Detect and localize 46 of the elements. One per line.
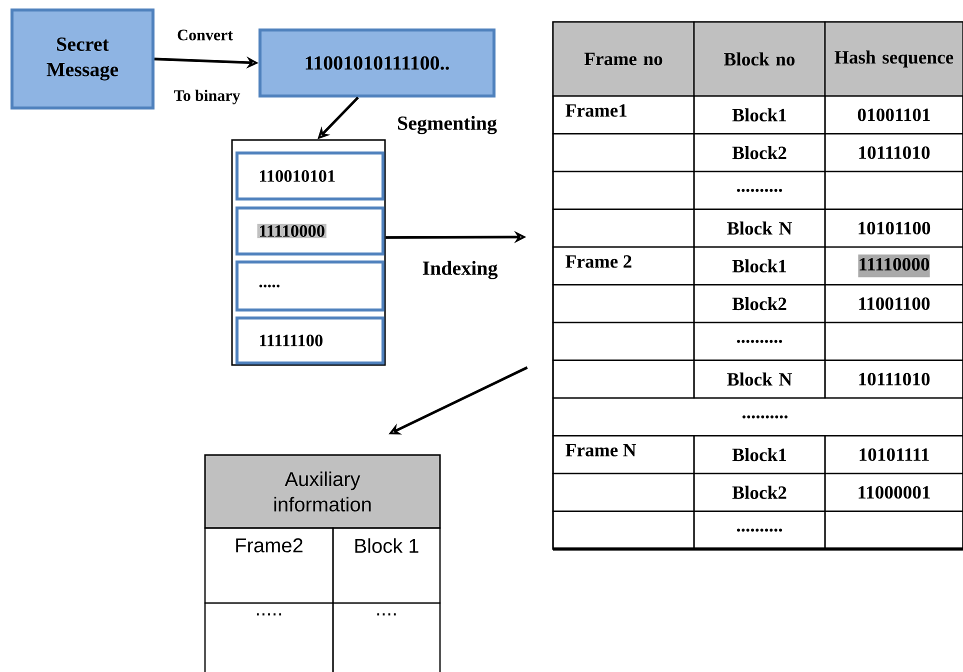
table-cell: Block2 <box>693 284 826 324</box>
table-cell: Block no <box>693 21 826 97</box>
table-cell: ..... <box>204 602 334 672</box>
segment-text: ..... <box>259 284 280 288</box>
table-cell: 10101100 <box>824 208 963 248</box>
table-cell: Frame1 <box>552 95 695 134</box>
table-cell: .......... <box>693 322 826 361</box>
table-cell: .... <box>332 602 441 672</box>
table-cell: .......... <box>693 170 826 210</box>
table-cell: Block1 <box>693 435 826 474</box>
segment-text: 11110000 <box>257 224 326 238</box>
annotation: To binary <box>174 90 240 104</box>
table-cell: Hash sequence <box>824 21 963 97</box>
edge-label: Convert <box>176 28 234 42</box>
process-box: Secret Message <box>10 8 154 110</box>
table-cell: 11110000 <box>824 246 963 286</box>
table-cell: Frame 2 <box>552 246 695 286</box>
table-cell: Block1 <box>693 95 826 134</box>
segment-text: 110010101 <box>260 170 335 182</box>
edge-label: Segmenting <box>396 114 498 136</box>
segment-box <box>236 316 384 364</box>
table-cell: 10101111 <box>824 435 963 474</box>
table-cell: Block1 <box>693 246 826 286</box>
segment-container <box>231 139 386 366</box>
table-cell: Block N <box>693 360 826 399</box>
table-cell: Frame no <box>552 21 695 97</box>
table-cell: .......... <box>693 510 826 550</box>
table-cell: Frame N <box>552 435 695 474</box>
table-cell: Block2 <box>693 133 826 172</box>
segment-text: 11111100 <box>260 334 323 346</box>
table-cell: Block N <box>693 208 826 248</box>
table-cell: 10111010 <box>824 133 963 172</box>
segment-box <box>236 260 384 312</box>
edge-label: Indexing <box>420 260 500 280</box>
table-cell: 11001100 <box>824 284 963 324</box>
table-cell: .......... <box>552 397 963 436</box>
table-cell: Frame2 <box>204 527 334 604</box>
table-cell: Block2 <box>693 472 826 512</box>
table-cell: Block 1 <box>332 527 441 604</box>
segment-box <box>236 206 384 256</box>
binary-box: 11001010111100.. <box>258 28 496 98</box>
segment-box <box>236 152 384 200</box>
table-header: Auxiliary information <box>204 454 441 529</box>
table-cell: 11000001 <box>824 472 963 512</box>
table-cell: 01001101 <box>824 95 963 134</box>
table-cell: 10111010 <box>824 360 963 399</box>
